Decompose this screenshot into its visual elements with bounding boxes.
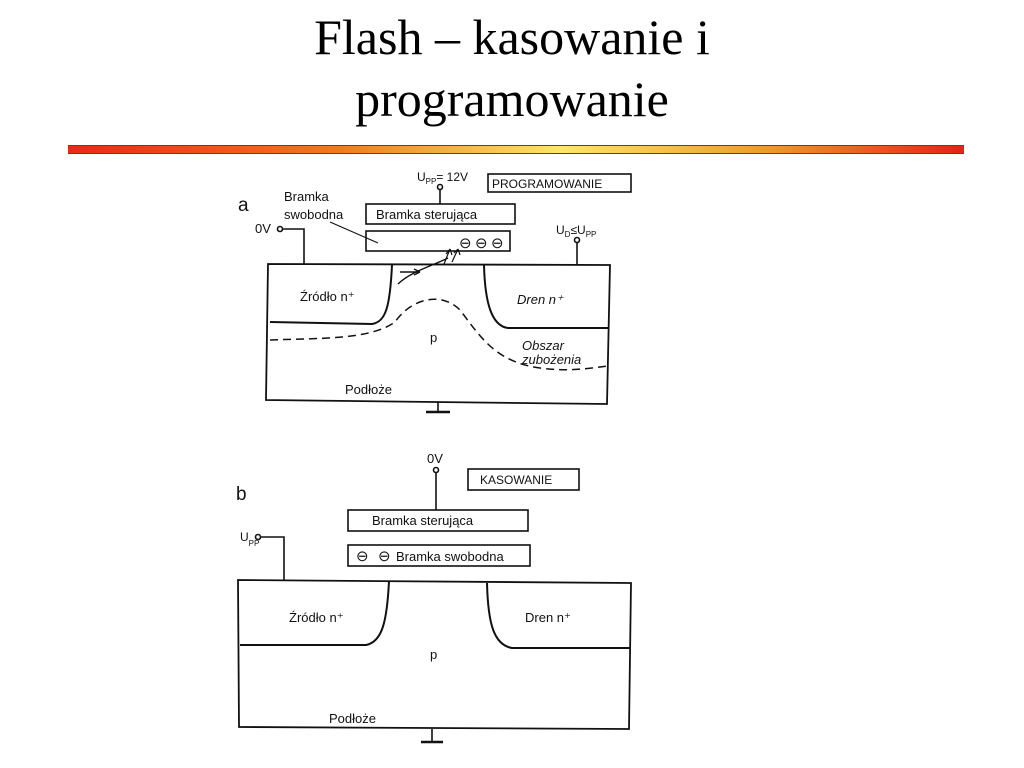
- diagram-b-erasing: b KASOWANIE 0V Bramka sterująca ⊖ ⊖ Bram…: [236, 451, 632, 744]
- diagram-a-upp-label: UPP= 12V: [417, 170, 468, 186]
- slide-title-line-1: Flash – kasowanie i: [314, 9, 710, 65]
- diagram-b-electron-1: ⊖: [356, 548, 369, 565]
- diagram-a-source-label: Źródło n⁺: [300, 289, 355, 304]
- diagram-a-drain-terminal: [573, 236, 581, 244]
- diagram-b-source-wire: [260, 536, 285, 580]
- diagram-a-electron-3: ⊖: [491, 235, 504, 252]
- diagram-b-gate-terminal: [432, 466, 440, 474]
- diagram-a-gate-terminal: [436, 183, 444, 191]
- diagram-b-mode-box: [467, 468, 580, 491]
- diagram-b-drain-well: [486, 582, 630, 649]
- diagram-b-gate-voltage: 0V: [427, 451, 443, 466]
- diagram-a-injection-path: [397, 257, 449, 285]
- diagram-a-substrate-type: p: [430, 330, 437, 345]
- diagram-a-drain-well: [483, 264, 608, 329]
- diagram-a-source-voltage: 0V: [255, 221, 271, 236]
- diagram-a-control-gate: [365, 203, 516, 225]
- diagram-a-floating-gate-label-2: swobodna: [284, 207, 344, 222]
- diagram-a-floating-gate-pointer: [329, 221, 379, 244]
- diagram-a-floating-gate: [365, 230, 511, 252]
- diagram-a-drain-label: Dren n⁺: [517, 292, 564, 307]
- diagram-a-source-wire: [282, 228, 305, 264]
- diagram-b-substrate-type: p: [430, 647, 437, 662]
- diagram-a-letter: a: [238, 195, 249, 216]
- diagram-b-substrate-label: Podłoże: [329, 711, 376, 726]
- diagram-a-electron-1: ⊖: [459, 235, 472, 252]
- diagram-b-control-gate: [347, 509, 529, 532]
- diagram-a-source-well: [269, 264, 393, 326]
- diagram-a-depletion-label-2: zubożenia: [521, 352, 581, 367]
- diagram-b-letter: b: [236, 484, 247, 505]
- diagram-a-floating-gate-label-1: Bramka: [284, 189, 330, 204]
- diagram-a-substrate: [265, 263, 611, 405]
- diagram-a-injection-arrow-2: [451, 248, 461, 263]
- diagram-a-programming: a PROGRAMOWANIE UPP= 12V Bramka sterując…: [238, 170, 632, 414]
- diagram-b-electron-2: ⊖: [378, 548, 391, 565]
- diagram-b-substrate: [237, 579, 632, 730]
- diagram-a-substrate-label: Podłoże: [345, 382, 392, 397]
- diagram-b-source-terminal: [254, 533, 262, 541]
- diagram-b-floating-gate-label: Bramka swobodna: [396, 549, 504, 564]
- diagram-b-floating-gate: [347, 544, 531, 567]
- slide-title: Flash – kasowanie i programowanie: [0, 0, 1024, 130]
- diagram-b-source-well: [240, 580, 390, 646]
- diagram-a-source-terminal: [276, 225, 284, 233]
- diagram-a-depletion-label-1: Obszar: [522, 338, 565, 353]
- diagram-a-mode-box: [487, 173, 632, 193]
- diagram-a-mode-label: PROGRAMOWANIE: [492, 177, 602, 191]
- diagram-b-source-label: Źródło n⁺: [289, 610, 344, 625]
- diagram-b-upp-label: UPP: [240, 530, 259, 548]
- diagram-a-control-gate-label: Bramka sterująca: [376, 207, 478, 222]
- diagram-a-injection-arrow-1: [443, 248, 453, 265]
- diagram-a-electron-2: ⊖: [475, 235, 488, 252]
- diagram-a-channel-arrow: [400, 268, 421, 276]
- slide-title-line-2: programowanie: [355, 71, 669, 127]
- diagram-b-control-gate-label: Bramka sterująca: [372, 513, 474, 528]
- diagram-b-drain-label: Dren n⁺: [525, 610, 571, 625]
- title-underline-bar: [68, 145, 964, 154]
- diagram-b-mode-label: KASOWANIE: [480, 473, 552, 487]
- diagram-a-ud-label: UD≤UPP: [556, 223, 596, 239]
